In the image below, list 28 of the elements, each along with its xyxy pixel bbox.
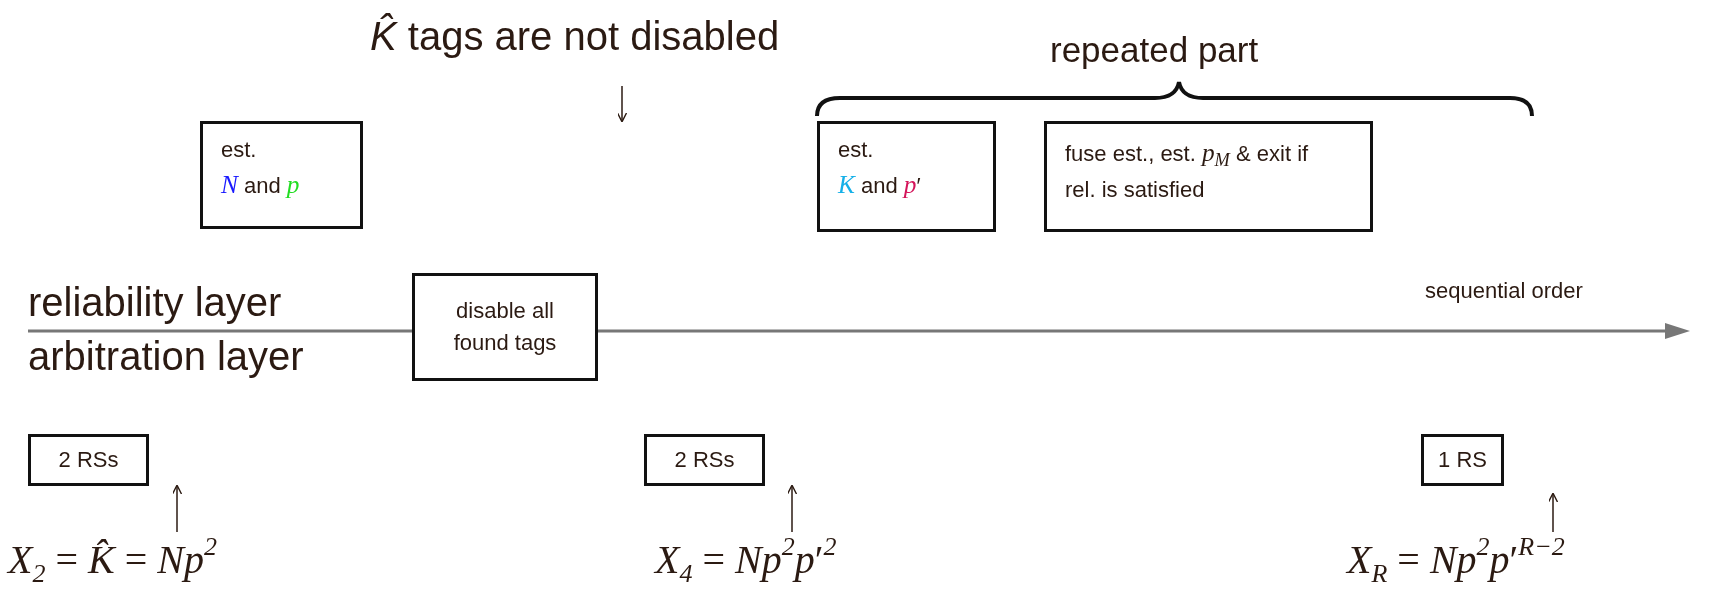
arrow <box>616 85 628 123</box>
layer-label: arbitration layer <box>28 334 304 379</box>
process-box <box>412 273 598 381</box>
formula: X$_{4}$ = Np$^{2}$p′$^{2}$ <box>655 532 837 590</box>
arrow <box>171 484 183 533</box>
process-box <box>1044 121 1373 232</box>
box-text: disable all found tags <box>452 297 558 357</box>
count-box <box>28 434 149 486</box>
formula: X$_{R}$ = Np$^{2}$p′$^{R−2}$ <box>1347 532 1565 590</box>
count-box <box>644 434 765 486</box>
axis-label: sequential order <box>1425 278 1583 304</box>
box-text: K and p′ <box>838 168 922 200</box>
formula: X$_{2}$ = K̂ = Np$^{2}$ <box>8 532 217 590</box>
arrow <box>786 484 798 533</box>
layer-label: reliability layer <box>28 280 282 325</box>
box-text: N and p <box>221 168 301 200</box>
annotation-text: K̂ tags are not disabled <box>370 14 780 59</box>
box-text: fuse est., est. p$_{M}$ & exit if rel. is satisfied <box>1065 137 1310 204</box>
box-text: 2 RSs <box>674 446 735 475</box>
brace-label: repeated part <box>1050 30 1259 70</box>
box-text: 2 RSs <box>58 446 119 475</box>
process-box <box>817 121 996 232</box>
box-text: est. <box>838 136 875 164</box>
box-text: 1 RS <box>1438 446 1487 475</box>
count-box <box>1421 434 1504 486</box>
arrow <box>1547 492 1559 533</box>
process-box <box>200 121 363 229</box>
box-text: est. <box>221 136 258 164</box>
